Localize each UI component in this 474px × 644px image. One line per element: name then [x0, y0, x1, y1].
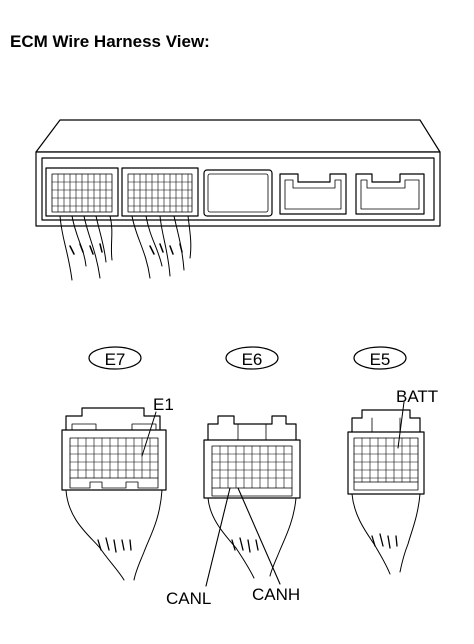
- connector-id-e7-label: E7: [105, 350, 126, 369]
- connector-e7: E1: [61, 395, 174, 581]
- connector-e6: CANL CANH: [166, 415, 301, 608]
- connector-id-e6-label: E6: [242, 350, 263, 369]
- ecm-harness-wires: [59, 215, 192, 281]
- connector-e5: BATT: [347, 387, 438, 575]
- ecm-socket-empty: [203, 169, 273, 217]
- diagram-title: ECM Wire Harness View:: [10, 32, 210, 51]
- ecm-socket-right-1: [279, 173, 347, 215]
- connector-id-e5-label: E5: [370, 350, 391, 369]
- pin-label-e1: E1: [153, 395, 174, 414]
- pin-label-batt: BATT: [396, 387, 438, 406]
- connector-id-e5: E5: [353, 346, 407, 370]
- pin-label-canh: CANH: [252, 585, 300, 604]
- ecm-unit: [35, 119, 441, 281]
- pin-label-canl: CANL: [166, 589, 211, 608]
- ecm-socket-left-1: [45, 167, 119, 217]
- ecm-socket-right-2: [355, 173, 425, 215]
- connector-id-e7: E7: [88, 346, 142, 370]
- connector-id-e6: E6: [225, 346, 279, 370]
